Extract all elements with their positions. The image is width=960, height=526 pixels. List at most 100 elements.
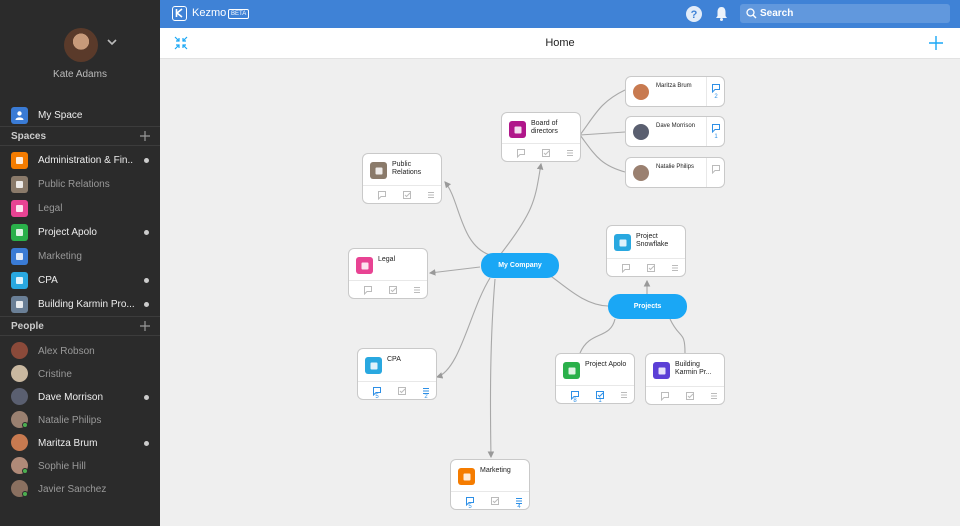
list-icon[interactable]	[709, 391, 719, 401]
avatar	[11, 388, 28, 405]
card-actions	[363, 185, 441, 203]
sidebar-person-item[interactable]: Alex Robson	[0, 340, 160, 362]
list-icon[interactable]	[412, 285, 422, 295]
sidebar-item-label: Dave Morrison	[38, 391, 104, 403]
space-icon	[458, 468, 475, 485]
kezmo-logo-icon[interactable]	[172, 6, 187, 21]
task-icon[interactable]	[646, 263, 656, 273]
sidebar-person-item[interactable]: Cristine	[0, 363, 160, 385]
add-space-icon[interactable]	[139, 130, 151, 142]
sidebar-person-item[interactable]: Natalie Philips	[0, 409, 160, 431]
card-karmin[interactable]: Building Karmin Pr...	[645, 353, 725, 405]
list-icon[interactable]	[514, 496, 524, 506]
list-icon[interactable]	[426, 190, 436, 200]
task-icon[interactable]	[402, 190, 412, 200]
sidebar-space-item[interactable]: Legal	[0, 197, 160, 219]
task-icon[interactable]	[388, 285, 398, 295]
task-icon[interactable]	[685, 391, 695, 401]
space-icon	[653, 362, 670, 379]
comment-icon[interactable]	[570, 390, 580, 400]
user-avatar[interactable]	[64, 28, 98, 62]
person-card-chat[interactable]: 2	[706, 77, 724, 106]
space-icon	[11, 223, 28, 241]
search-input[interactable]	[760, 6, 940, 21]
sidebar-person-item[interactable]: Dave Morrison	[0, 386, 160, 408]
sidebar-space-item[interactable]: Building Karmin Pro...	[0, 293, 160, 315]
comment-icon[interactable]	[465, 496, 475, 506]
card-actions	[646, 386, 724, 404]
space-icon	[11, 151, 28, 169]
task-icon[interactable]	[595, 390, 605, 400]
profile-area[interactable]: Kate Adams	[0, 0, 160, 98]
sidebar-space-item[interactable]: Public Relations	[0, 173, 160, 195]
comment-icon[interactable]	[621, 263, 631, 273]
sidebar-space-item[interactable]: CPA	[0, 269, 160, 291]
card-title: Project Apolo	[585, 361, 627, 368]
sidebar-space-item[interactable]: Project Apolo	[0, 221, 160, 243]
list-icon[interactable]	[421, 386, 431, 396]
task-icon[interactable]	[397, 386, 407, 396]
comment-icon[interactable]	[516, 148, 526, 158]
sidebar-item-label: Javier Sanchez	[38, 483, 107, 495]
collapse-icon[interactable]	[174, 36, 188, 50]
task-icon[interactable]	[490, 496, 500, 506]
comment-icon	[712, 84, 720, 93]
comment-icon[interactable]	[660, 391, 670, 401]
count-label: 2	[424, 394, 428, 400]
avatar	[633, 84, 649, 100]
sidebar-item-label: Alex Robson	[38, 345, 95, 357]
space-icon	[11, 271, 28, 289]
unread-dot	[144, 440, 149, 446]
unread-dot	[144, 301, 149, 307]
card-title: Legal	[378, 256, 396, 263]
count-label: 4	[517, 504, 521, 510]
sidebar-item-label: Maritza Brum	[38, 437, 98, 449]
space-icon	[614, 234, 631, 251]
sidebar-space-item[interactable]: Administration & Fin..	[0, 149, 160, 171]
sidebar-person-item[interactable]: Maritza Brum	[0, 432, 160, 454]
card-pr[interactable]: Public Relations	[362, 153, 442, 204]
card-actions	[349, 280, 427, 298]
sidebar-person-item[interactable]: Sophie Hill	[0, 455, 160, 477]
person-card[interactable]: Natalie Philips	[625, 157, 725, 188]
unread-dot	[144, 229, 149, 235]
sidebar-item-my-space[interactable]: My Space	[0, 104, 160, 126]
sidebar-space-item[interactable]: Marketing	[0, 245, 160, 267]
chevron-down-icon[interactable]	[106, 36, 118, 48]
list-icon[interactable]	[670, 263, 680, 273]
hub-projects[interactable]: Projects	[608, 294, 687, 319]
add-icon[interactable]	[928, 35, 944, 51]
unread-dot	[144, 277, 149, 283]
person-card[interactable]: Maritza Brum 2	[625, 76, 725, 107]
search-box[interactable]	[740, 4, 950, 23]
sidebar-item-label: Cristine	[38, 368, 72, 380]
bell-icon[interactable]	[713, 5, 730, 22]
sidebar-item-label: My Space	[38, 109, 83, 121]
person-card-chat[interactable]	[706, 158, 724, 187]
card-board[interactable]: Board of directors	[501, 112, 581, 162]
comment-icon[interactable]	[363, 285, 373, 295]
card-legal[interactable]: Legal	[348, 248, 428, 299]
comment-icon[interactable]	[377, 190, 387, 200]
list-icon[interactable]	[619, 390, 629, 400]
count-label: 8	[573, 398, 577, 404]
hub-my-company[interactable]: My Company	[481, 253, 559, 278]
sidebar-person-item[interactable]: Javier Sanchez	[0, 478, 160, 500]
online-indicator	[22, 491, 28, 497]
task-icon[interactable]	[541, 148, 551, 158]
help-icon[interactable]: ?	[685, 5, 703, 23]
list-icon[interactable]	[565, 148, 575, 158]
card-snowflake[interactable]: Project Snowflake	[606, 225, 686, 277]
sidebar-item-label: Administration & Fin..	[38, 154, 134, 166]
person-card-chat[interactable]: 1	[706, 117, 724, 146]
comment-icon[interactable]	[372, 386, 382, 396]
person-name: Maritza Brum	[656, 83, 692, 89]
sidebar-item-label: Public Relations	[38, 178, 110, 190]
add-person-icon[interactable]	[139, 320, 151, 332]
